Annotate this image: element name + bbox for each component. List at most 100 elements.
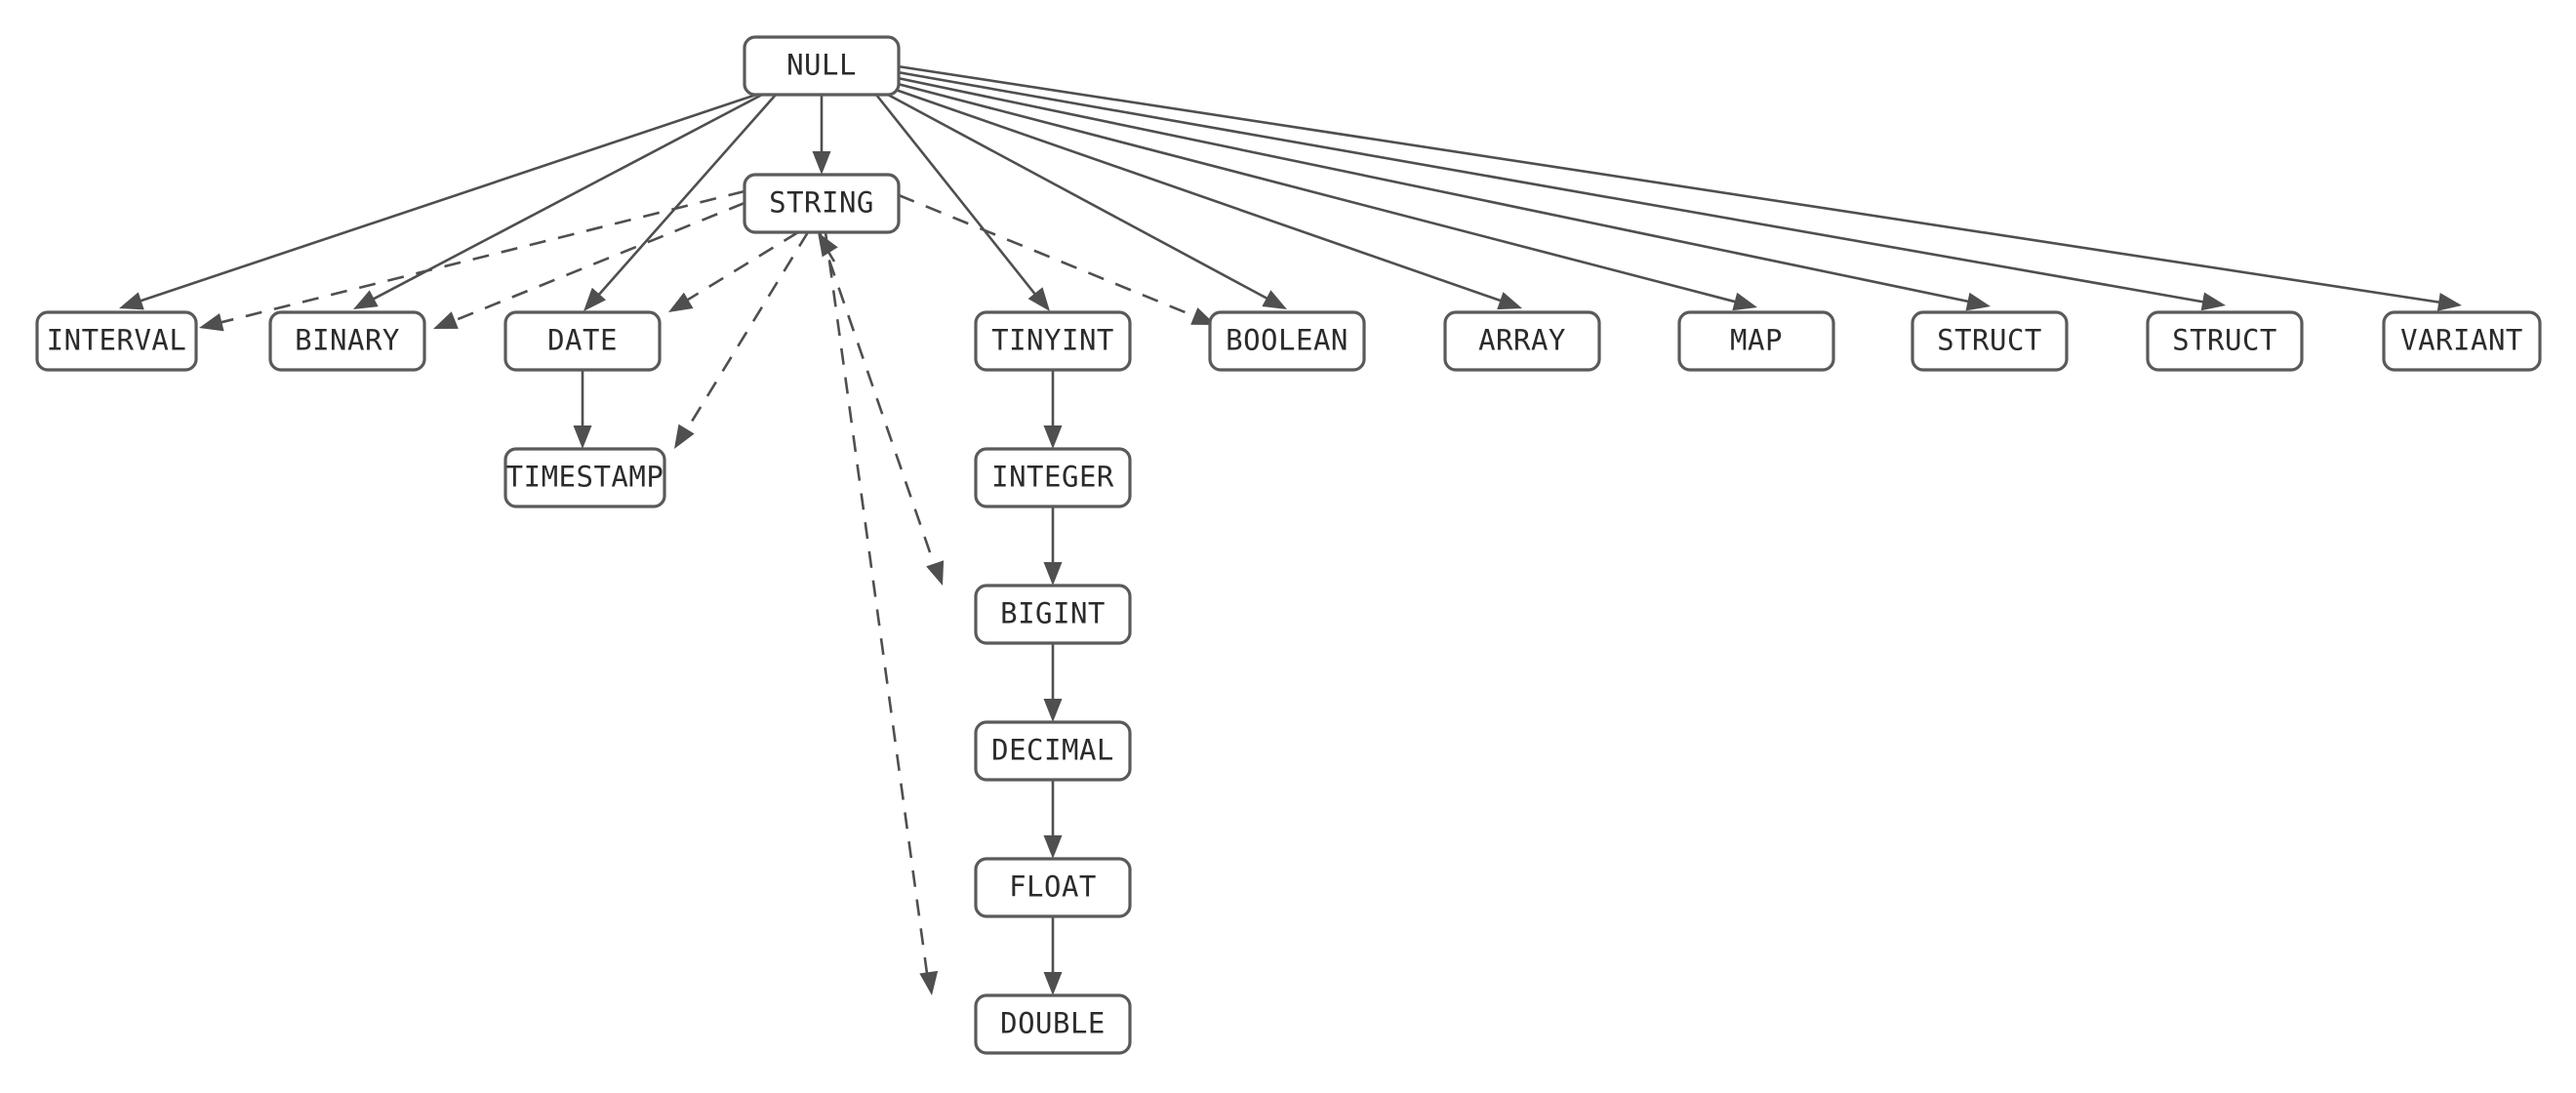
arrowhead-icon: [1043, 699, 1063, 722]
node-box[interactable]: [1443, 310, 1601, 372]
edge-integer-to-bigint: [1043, 506, 1063, 586]
node-struct_2[interactable]: STRUCT: [2146, 310, 2304, 372]
arrowhead-icon: [1965, 292, 1991, 311]
edge-line: [874, 94, 1046, 306]
edge-string-to-binary: [433, 201, 745, 329]
edge-line: [674, 230, 799, 309]
arrowhead-icon: [2436, 292, 2462, 311]
arrowhead-icon: [818, 232, 838, 258]
node-label: BIGINT: [1000, 597, 1106, 630]
node-box[interactable]: [503, 310, 662, 372]
node-box[interactable]: [2146, 310, 2304, 372]
edge-null-to-struct_2: [897, 70, 2226, 311]
edge-line: [126, 93, 757, 307]
node-box[interactable]: [268, 310, 426, 372]
node-box[interactable]: [35, 310, 198, 372]
node-box[interactable]: [974, 584, 1132, 645]
edge-string-to-interval: [199, 189, 745, 332]
node-box[interactable]: [1677, 310, 1835, 372]
node-label: MAP: [1730, 324, 1783, 357]
edge-null-to-date: [584, 94, 777, 311]
node-timestamp[interactable]: TIMESTAMP: [503, 447, 666, 508]
edge-line: [897, 70, 2219, 306]
node-label: STRUCT: [2172, 324, 2277, 357]
node-label: INTERVAL: [47, 324, 187, 357]
node-box[interactable]: [974, 310, 1132, 372]
node-label: ARRAY: [1478, 324, 1566, 357]
node-box[interactable]: [743, 35, 901, 97]
arrowhead-icon: [1043, 425, 1063, 449]
node-label: VARIANT: [2400, 324, 2523, 357]
node-interval[interactable]: INTERVAL: [35, 310, 198, 372]
node-box[interactable]: [1208, 310, 1366, 372]
edge-null-to-struct_1: [897, 76, 1991, 311]
node-label: STRUCT: [1937, 324, 2042, 357]
node-date[interactable]: DATE: [503, 310, 662, 372]
edge-null-to-map: [897, 82, 1757, 311]
node-label: BINARY: [295, 324, 400, 357]
node-null[interactable]: NULL: [743, 35, 901, 97]
edge-line: [440, 201, 745, 328]
edge-string-to-double: [824, 231, 939, 995]
node-bigint[interactable]: BIGINT: [974, 584, 1132, 645]
arrowhead-icon: [1027, 287, 1050, 311]
node-label: TINYINT: [991, 324, 1114, 357]
node-decimal[interactable]: DECIMAL: [974, 720, 1132, 782]
arrowhead-icon: [353, 290, 379, 309]
node-integer[interactable]: INTEGER: [974, 447, 1132, 508]
node-map[interactable]: MAP: [1677, 310, 1835, 372]
edge-line: [206, 189, 745, 328]
edge-string-to-date: [668, 230, 799, 312]
node-array[interactable]: ARRAY: [1443, 310, 1601, 372]
edge-line: [897, 82, 1751, 307]
node-box[interactable]: [743, 173, 901, 234]
edge-null-to-array: [895, 88, 1522, 310]
edge-x-to-string: [818, 232, 838, 263]
node-label: FLOAT: [1009, 870, 1097, 904]
node-box[interactable]: [1911, 310, 2069, 372]
edge-string-to-timestamp: [674, 231, 810, 449]
arrowhead-icon: [919, 970, 939, 995]
arrowhead-icon: [1497, 292, 1522, 310]
edge-line: [895, 88, 1515, 307]
node-variant[interactable]: VARIANT: [2382, 310, 2542, 372]
node-double[interactable]: DOUBLE: [974, 993, 1132, 1055]
arrowhead-icon: [926, 560, 945, 586]
node-label: TIMESTAMP: [506, 461, 664, 494]
arrowhead-icon: [1732, 292, 1757, 311]
node-float[interactable]: FLOAT: [974, 857, 1132, 918]
edge-null-to-tinyint: [874, 94, 1050, 311]
node-boolean[interactable]: BOOLEAN: [1208, 310, 1366, 372]
node-string[interactable]: STRING: [743, 173, 901, 234]
node-box[interactable]: [974, 857, 1132, 918]
edge-line: [887, 93, 1281, 307]
node-label: BOOLEAN: [1226, 324, 1348, 357]
arrowhead-icon: [2200, 292, 2226, 311]
arrowhead-icon: [119, 292, 144, 310]
arrowhead-icon: [668, 292, 694, 312]
edge-line: [898, 193, 1210, 324]
node-box[interactable]: [974, 993, 1132, 1055]
edge-line: [818, 231, 941, 579]
node-binary[interactable]: BINARY: [268, 310, 426, 372]
node-label: DOUBLE: [1000, 1007, 1106, 1040]
edge-line: [588, 94, 777, 306]
node-tinyint[interactable]: TINYINT: [974, 310, 1132, 372]
edge-line: [824, 231, 931, 989]
node-box[interactable]: [2382, 310, 2542, 372]
edge-null-to-interval: [119, 93, 757, 310]
edge-null-to-string: [812, 95, 831, 175]
edge-null-to-variant: [897, 64, 2462, 311]
edge-null-to-binary: [353, 93, 763, 309]
arrowhead-icon: [1043, 562, 1063, 586]
arrowhead-icon: [584, 287, 607, 311]
arrowhead-icon: [199, 312, 224, 332]
node-box[interactable]: [974, 720, 1132, 782]
node-box[interactable]: [974, 447, 1132, 508]
edge-line: [360, 93, 763, 307]
node-box[interactable]: [503, 447, 666, 508]
node-struct_1[interactable]: STRUCT: [1911, 310, 2069, 372]
arrowhead-icon: [812, 151, 831, 175]
edge-decimal-to-float: [1043, 780, 1063, 859]
